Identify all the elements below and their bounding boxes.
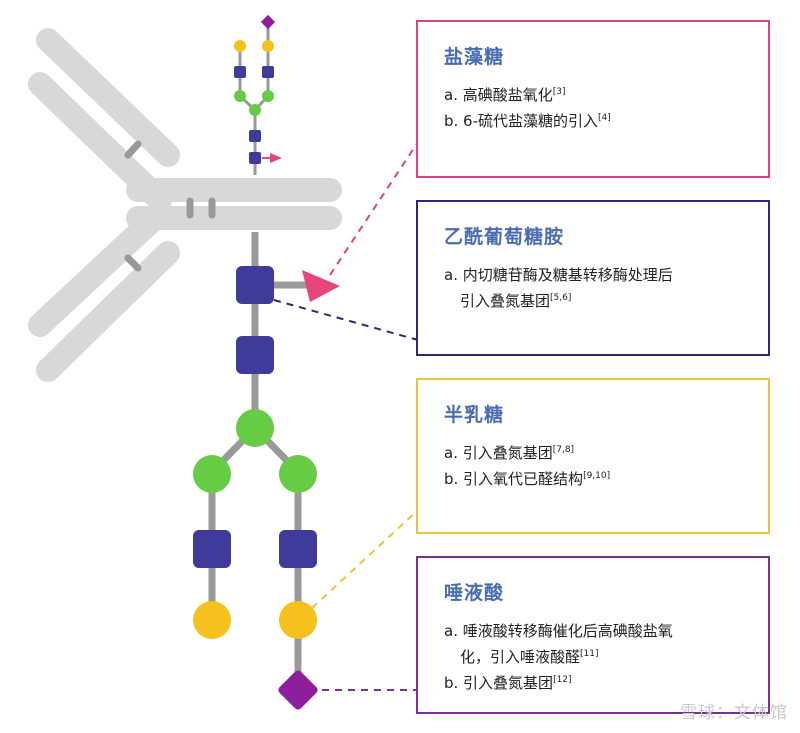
- small-fucose-arrow: [270, 153, 282, 163]
- box-line: 化，引入唾液酸醛[11]: [460, 648, 599, 666]
- box-line: 引入叠氮基团[5,6]: [460, 292, 572, 310]
- small-square-right: [262, 66, 274, 78]
- box-line: a. 内切糖苷酶及糖基转移酶处理后: [444, 266, 673, 284]
- box-line: b. 6-硫代盐藻糖的引入[4]: [444, 112, 611, 130]
- box-title: 唾液酸: [444, 582, 505, 604]
- small-galactose-left: [234, 40, 246, 52]
- box-line: a. 高碘酸盐氧化[3]: [444, 86, 566, 104]
- box-title: 乙酰葡萄糖胺: [444, 226, 565, 248]
- small-square-1: [249, 152, 261, 164]
- box-title: 盐藻糖: [444, 46, 505, 68]
- small-sialic-diamond: [260, 14, 276, 30]
- sialic-acid-diamond: [278, 670, 318, 710]
- small-glycan: [234, 14, 282, 175]
- info-box-glcnac: 乙酰葡萄糖胺 a. 内切糖苷酶及糖基转移酶处理后 引入叠氮基团[5,6]: [416, 200, 770, 356]
- galactose-left: [193, 601, 231, 639]
- info-box-galactose: 半乳糖 a. 引入叠氮基团[7,8] b. 引入氧代已醛结构[9,10]: [416, 378, 770, 534]
- mannose-right: [279, 455, 317, 493]
- small-circle-right: [262, 90, 274, 102]
- galactose-right: [279, 601, 317, 639]
- fucose-arrow: [302, 270, 340, 302]
- box-title: 半乳糖: [444, 404, 505, 426]
- info-box-fucose: 盐藻糖 a. 高碘酸盐氧化[3] b. 6-硫代盐藻糖的引入[4]: [416, 20, 770, 178]
- glcnac-square-2: [236, 336, 274, 374]
- small-galactose-right: [262, 40, 274, 52]
- connector-galactose: [311, 509, 419, 609]
- glcnac-square-right: [279, 530, 317, 568]
- disulfide-bonds: [124, 140, 216, 272]
- mannose-center: [236, 409, 274, 447]
- mannose-left: [193, 455, 231, 493]
- connector-fucose: [329, 141, 419, 276]
- small-circle-left: [234, 90, 246, 102]
- large-glycan: [193, 232, 340, 710]
- box-line: a. 引入叠氮基团[7,8]: [444, 444, 575, 462]
- box-line: b. 引入叠氮基团[12]: [444, 674, 572, 692]
- small-circle-center: [249, 104, 261, 116]
- glcnac-square-1: [236, 266, 274, 304]
- info-box-sialic: 唾液酸 a. 唾液酸转移酶催化后高碘酸盐氧 化，引入唾液酸醛[11] b. 引入…: [416, 556, 770, 714]
- watermark: 雪球：文体馆: [680, 703, 788, 723]
- box-line: b. 引入氧代已醛结构[9,10]: [444, 470, 611, 488]
- antibody-shape: [28, 28, 342, 382]
- small-square-left: [234, 66, 246, 78]
- box-line: a. 唾液酸转移酶催化后高碘酸盐氧: [444, 622, 673, 640]
- connector-glcnac: [273, 299, 419, 341]
- small-square-2: [249, 130, 261, 142]
- connector-lines: [273, 141, 419, 691]
- glcnac-square-left: [193, 530, 231, 568]
